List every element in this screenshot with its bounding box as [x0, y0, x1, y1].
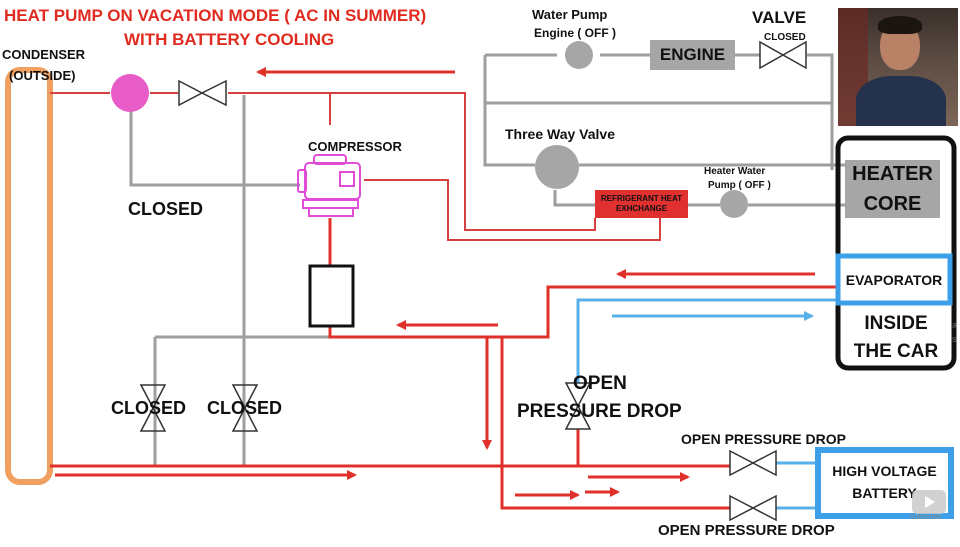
condenser-label: CONDENSER: [2, 47, 86, 62]
closed-a-label: CLOSED: [111, 398, 187, 418]
water-pump-engine-label: Water Pump: [532, 7, 608, 22]
inside-car-frame: [835, 135, 957, 371]
flow-arrows-red: [55, 67, 815, 500]
diagram-title-line1: HEAT PUMP ON VACATION MODE ( AC IN SUMME…: [4, 6, 427, 25]
heater-core-box: [845, 160, 940, 218]
edge-text: a s: [952, 318, 957, 346]
refrigerant-heat-exchange-label: REFRIGERANT HEAT EXHCHANGE: [600, 194, 683, 213]
condenser-coil: [5, 67, 53, 485]
accumulator: [308, 264, 355, 328]
heater-water-pump-icon[interactable]: [720, 190, 748, 218]
water-pump-engine-icon[interactable]: [565, 41, 593, 69]
heater-core-label-1: HEATER: [852, 163, 933, 185]
three-way-valve-icon[interactable]: [535, 145, 579, 189]
hv-battery-label-1: HIGH VOLTAGE: [832, 463, 937, 479]
evaporator-label: EVAPORATOR: [845, 271, 943, 288]
condenser-sub-label: (OUTSIDE): [9, 68, 76, 83]
inside-car-label-2: THE CAR: [853, 341, 939, 362]
pressure-drop-label: PRESSURE DROP: [517, 401, 682, 422]
webcam-person-shirt: [856, 76, 946, 126]
compressor-icon[interactable]: [297, 154, 361, 217]
compressor-label: COMPRESSOR: [308, 139, 402, 154]
closed-left-label: CLOSED: [128, 199, 204, 219]
evaporator-box: [835, 253, 953, 306]
closed-b-label: CLOSED: [207, 398, 283, 418]
inside-car-label-1: INSIDE: [864, 313, 928, 334]
cold-lines: [576, 298, 838, 510]
valve-closed-b-icon[interactable]: [231, 384, 259, 432]
engine-label: ENGINE: [659, 45, 726, 64]
refrigerant-lines-thin: [50, 92, 661, 241]
subscribe-label[interactable]: Subscribe: [910, 514, 942, 521]
valve-closed-a-icon[interactable]: [139, 384, 167, 432]
valve-icon[interactable]: [178, 79, 227, 107]
heater-water-pump-sub-label: Pump ( OFF ): [708, 180, 771, 191]
open-pressure-drop-top-label: OPEN PRESSURE DROP: [681, 431, 846, 447]
youtube-play-icon[interactable]: [912, 490, 946, 514]
valve-closed-icon[interactable]: [759, 40, 807, 70]
coolant-lines: [129, 53, 845, 465]
edge-text-line1: a: [952, 320, 958, 330]
valve-closed-label: CLOSED: [764, 32, 806, 43]
condenser-junction-icon: [111, 74, 149, 112]
valve-open-top-icon[interactable]: [729, 449, 777, 477]
water-pump-engine-sub-label: Engine ( OFF ): [534, 26, 616, 40]
heater-water-pump-label: Heater Water: [704, 166, 766, 177]
refrigerant-lines: [50, 218, 838, 510]
valve-open-icon[interactable]: [564, 382, 592, 430]
valve-open-bottom-icon[interactable]: [729, 494, 777, 522]
engine-box: [650, 40, 735, 70]
webcam-person-hair: [878, 16, 922, 34]
edge-text-line2: s: [952, 334, 957, 344]
three-way-valve-label: Three Way Valve: [505, 126, 615, 142]
diagram-title-line2: WITH BATTERY COOLING: [124, 30, 335, 49]
refrigerant-heat-exchange-box: [595, 190, 688, 218]
hv-battery-label-2: BATTERY: [852, 485, 917, 501]
open-label: OPEN: [573, 373, 627, 394]
heater-core-label-2: CORE: [863, 193, 922, 215]
presenter-webcam: [838, 8, 958, 126]
open-pressure-drop-bottom-label: OPEN PRESSURE DROP: [658, 522, 835, 539]
valve-label: VALVE: [752, 8, 807, 27]
